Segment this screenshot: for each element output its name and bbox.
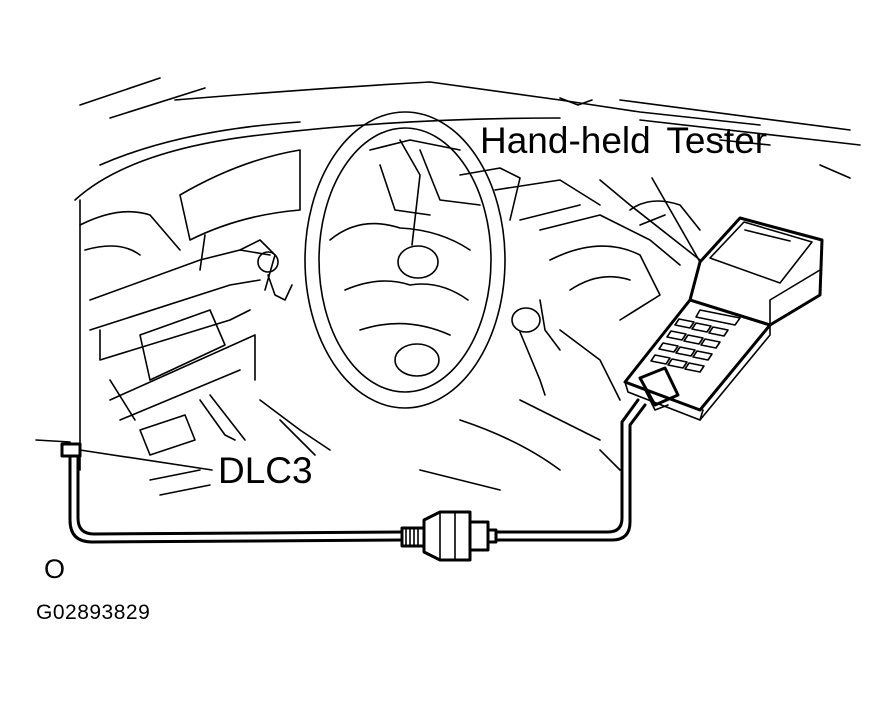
corner-mark-label: O [44, 554, 66, 584]
tester-cable [68, 398, 647, 562]
tester-keypad [650, 309, 741, 373]
dlc3-connector [60, 442, 213, 471]
hand-held-tester [623, 216, 824, 421]
tester-leader-line [651, 177, 701, 263]
steering-wheel [304, 111, 506, 409]
hand-held-tester-label: Hand-held Tester [480, 120, 768, 161]
figure-code-label: G02893829 [36, 601, 151, 624]
dashboard-outline [35, 77, 861, 496]
dlc3-label: DLC3 [218, 450, 313, 491]
